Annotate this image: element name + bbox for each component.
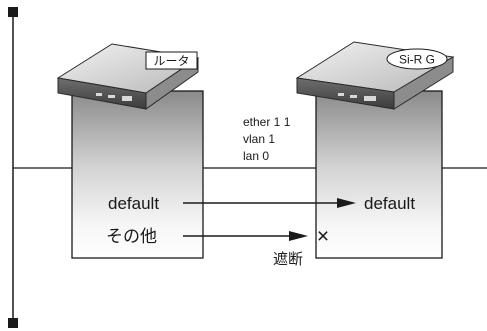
- other-arrow-head: [289, 231, 308, 241]
- interface-label-ether: ether 1 1: [243, 115, 291, 129]
- interface-label-vlan: vlan 1: [243, 132, 275, 146]
- router-body: [71, 90, 204, 259]
- other-flow: その他 × 遮断: [106, 225, 329, 268]
- default-destination-label: default: [364, 194, 415, 213]
- default-arrow-head: [337, 198, 356, 208]
- default-flow: default default: [108, 194, 415, 213]
- interface-label-lan: lan 0: [243, 149, 269, 163]
- router-device: ルータ: [56, 43, 204, 259]
- default-source-label: default: [108, 194, 159, 213]
- bus-top-terminator: [8, 7, 18, 17]
- other-source-label: その他: [106, 227, 157, 246]
- sir-g-badge-label: Si-R G: [399, 53, 435, 67]
- sir-g-body: [315, 90, 443, 259]
- blocked-label: 遮断: [273, 251, 303, 268]
- bus-bottom-terminator: [8, 318, 18, 328]
- router-badge: [145, 51, 198, 70]
- sir-g-badge: [386, 48, 448, 70]
- sir-g-device: Si-R G: [295, 41, 455, 259]
- interface-labels: ether 1 1 vlan 1 lan 0: [243, 115, 291, 163]
- block-mark: ×: [317, 225, 329, 248]
- router-badge-label: ルータ: [153, 54, 189, 68]
